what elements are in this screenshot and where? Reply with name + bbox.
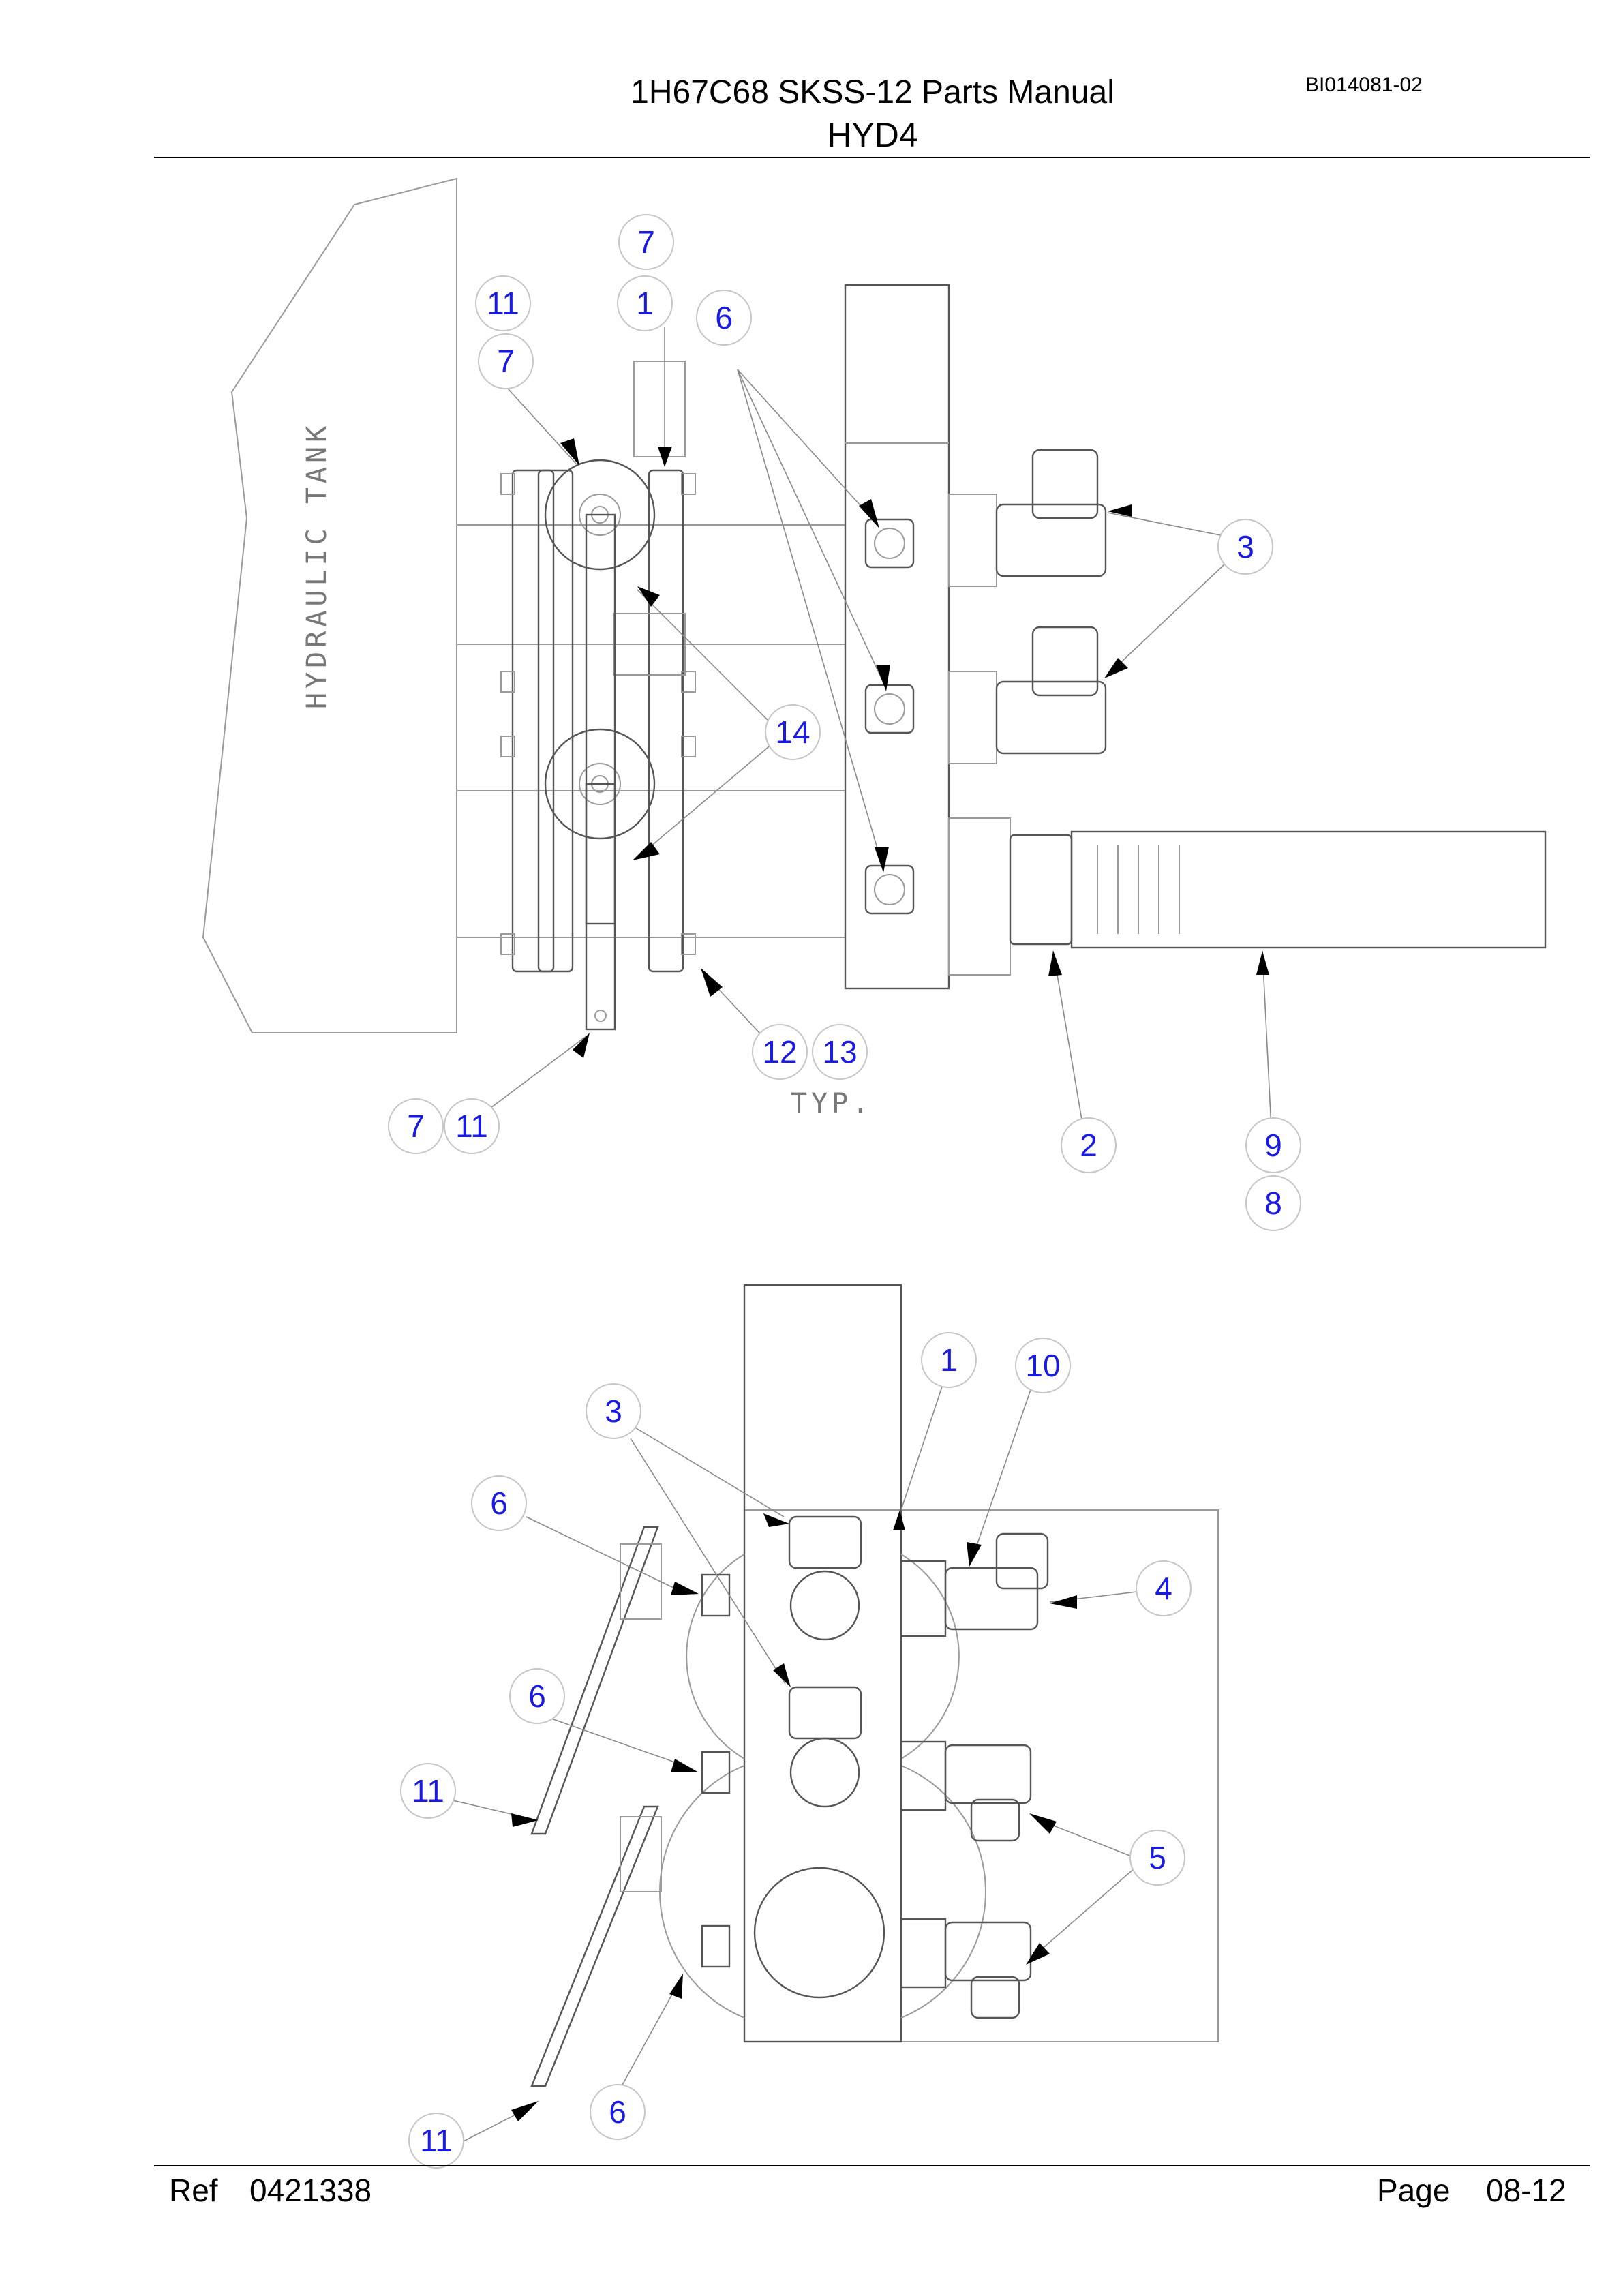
balloon-label: 3 [605,1393,622,1429]
balloon-label: 8 [1264,1185,1282,1221]
balloon-label: 14 [775,714,810,750]
top-view-balloon-1: 1 [617,275,673,331]
footer-rule [154,2165,1590,2166]
bottom-view-balloon-5: 5 [1129,1830,1185,1886]
balloon-label: 12 [762,1034,797,1070]
balloon-circle [408,2113,464,2169]
balloon-label: 10 [1025,1348,1060,1383]
balloon-label: 6 [490,1485,508,1521]
balloon-circle [1217,519,1273,575]
balloon-label: 11 [487,286,519,321]
top-view-balloon-12: 12 [752,1024,808,1080]
top-view-balloon-3: 3 [1217,519,1273,575]
page-label: Page [1377,2173,1451,2208]
bottom-view-balloon-6: 6 [509,1668,565,1724]
balloon-label: 7 [637,224,655,260]
balloon-label: 7 [497,344,515,379]
balloon-circle [586,1383,641,1439]
top-view-balloon-9: 9 [1245,1117,1301,1173]
balloon-circle [696,290,752,346]
balloon-label: 9 [1264,1128,1282,1163]
balloon-circle [388,1098,444,1154]
balloon-label: 2 [1080,1128,1097,1163]
balloon-label: 11 [412,1773,444,1809]
bottom-view-balloon-6: 6 [590,2084,646,2140]
balloon-circle [765,704,821,760]
balloon-circle [400,1763,456,1819]
balloon-label: 6 [609,2094,626,2130]
top-view-balloon-7: 7 [478,333,534,389]
balloon-label: 6 [715,300,733,335]
balloon-circle [475,275,531,331]
bottom-view-balloons: 1 10 3 6 4 6 11 5 6 11 [400,1332,1192,2169]
bottom-view-balloon-10: 10 [1015,1338,1071,1393]
balloon-label: 5 [1149,1840,1166,1875]
balloon-label: 7 [407,1108,425,1144]
balloon-circle [618,214,674,270]
balloon-circle [1245,1175,1301,1231]
balloon-circle [1136,1560,1192,1616]
top-view: HYDRAULIC TANK [202,177,1547,1132]
typ-note: TYP. [791,1088,873,1119]
balloon-label: 11 [420,2123,453,2158]
balloon-label: 3 [1237,529,1254,564]
balloon-circle [444,1098,500,1154]
page-title: 1H67C68 SKSS-12 Parts Manual [631,74,1114,110]
bottom-view [449,1284,1219,2145]
top-view-balloon-6: 6 [696,290,752,346]
page-number: 08-12 [1486,2173,1566,2208]
balloon-circle [1061,1117,1117,1173]
balloon-circle [1245,1117,1301,1173]
balloon-label: 6 [528,1678,546,1714]
top-view-balloon-2: 2 [1061,1117,1117,1173]
balloon-circle [590,2084,646,2140]
top-view-balloon-7: 7 [388,1098,444,1154]
hydraulic-tank-label: HYDRAULIC TANK [301,422,333,709]
ref-label: Ref [169,2173,218,2208]
balloon-label: 11 [455,1108,488,1144]
balloon-label: 1 [636,286,654,321]
balloon-circle [1129,1830,1185,1886]
document-number: BI014081-02 [1305,74,1423,96]
balloon-label: 4 [1155,1571,1172,1606]
top-view-balloon-8: 8 [1245,1175,1301,1231]
top-view-balloon-13: 13 [812,1024,868,1080]
top-view-balloon-7: 7 [618,214,674,270]
balloon-circle [812,1024,868,1080]
drawing-id: HYD4 [827,116,918,154]
balloon-circle [921,1332,977,1388]
balloon-label: 13 [822,1034,857,1070]
balloon-label: 1 [940,1342,958,1378]
balloon-circle [617,275,673,331]
ref-number: 0421338 [249,2173,372,2208]
bottom-view-balloon-3: 3 [586,1383,641,1439]
top-view-balloon-11: 11 [444,1098,500,1154]
hydraulic-tank-outline [202,177,457,1033]
balloon-circle [1015,1338,1071,1393]
balloon-circle [509,1668,565,1724]
balloon-circle [471,1475,527,1531]
bottom-view-balloon-4: 4 [1136,1560,1192,1616]
bottom-view-balloon-6: 6 [471,1475,527,1531]
header-rule [154,157,1590,158]
balloon-circle [752,1024,808,1080]
top-view-balloon-14: 14 [765,704,821,760]
bottom-view-balloon-11: 11 [408,2113,464,2169]
top-view-balloon-11: 11 [475,275,531,331]
bottom-view-balloon-11: 11 [400,1763,456,1819]
balloon-circle [478,333,534,389]
bottom-view-balloon-1: 1 [921,1332,977,1388]
